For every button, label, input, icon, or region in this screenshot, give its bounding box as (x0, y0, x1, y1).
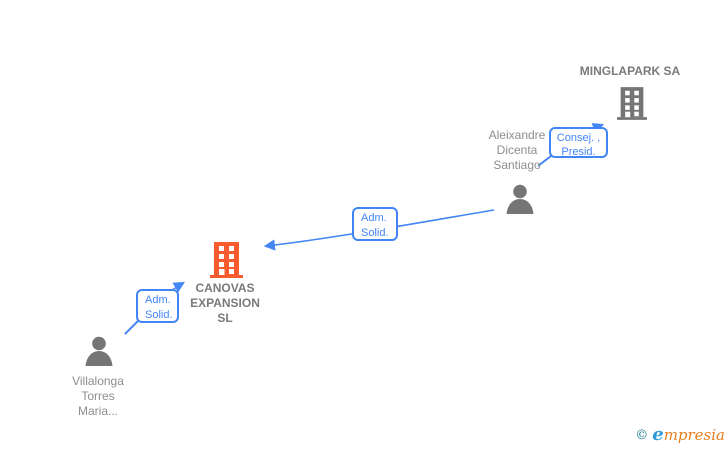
building-icon-canovas[interactable] (210, 242, 243, 278)
person-label-line: Torres (81, 389, 115, 403)
building-icon-minglapark[interactable] (617, 87, 647, 120)
relation-badge-adm-solid-aleixandre[interactable]: Adm. Solid. (352, 207, 398, 241)
person-label-line: Maria... (77, 404, 118, 418)
company-label-line: SL (217, 311, 233, 325)
relation-badge-line: Solid. (361, 227, 389, 239)
empresia-logo[interactable]: ©empresia (635, 424, 725, 445)
relation-badge-line: Presid. (561, 146, 596, 158)
person-icon-aleixandre[interactable] (504, 184, 536, 214)
brand-rest: mpresia (663, 426, 725, 444)
person-label-line: Dicenta (496, 143, 538, 157)
relation-badge-consej-presid[interactable]: Consej. , Presid. (549, 127, 608, 158)
edge-tail-villalonga (124, 319, 140, 335)
edge-tail-consej (537, 155, 552, 167)
person-label-line: Santiago (493, 158, 541, 172)
copyright-symbol: © (635, 428, 649, 443)
company-label-line: EXPANSION (190, 296, 260, 310)
relation-badge-line: Solid. (145, 309, 173, 321)
person-label-aleixandre[interactable]: Aleixandre Dicenta Santiago (467, 128, 567, 173)
company-label-line: CANOVAS (195, 281, 255, 295)
relation-badge-line: Adm. (361, 212, 387, 224)
company-label-minglapark[interactable]: MINGLAPARK SA (579, 64, 681, 78)
company-label-canovas[interactable]: CANOVAS EXPANSION SL (165, 281, 285, 326)
relation-badge-line: Consej. , (556, 132, 601, 144)
relation-badge-line: Adm. (145, 294, 171, 306)
brand-initial: e (652, 424, 664, 445)
person-label-villalonga[interactable]: Villalonga Torres Maria... (48, 374, 148, 419)
person-label-line: Aleixandre (488, 128, 546, 142)
person-label-line: Villalonga (72, 374, 124, 388)
person-icon-villalonga[interactable] (83, 336, 115, 366)
relation-badge-adm-solid-villalonga[interactable]: Adm. Solid. (136, 289, 179, 323)
